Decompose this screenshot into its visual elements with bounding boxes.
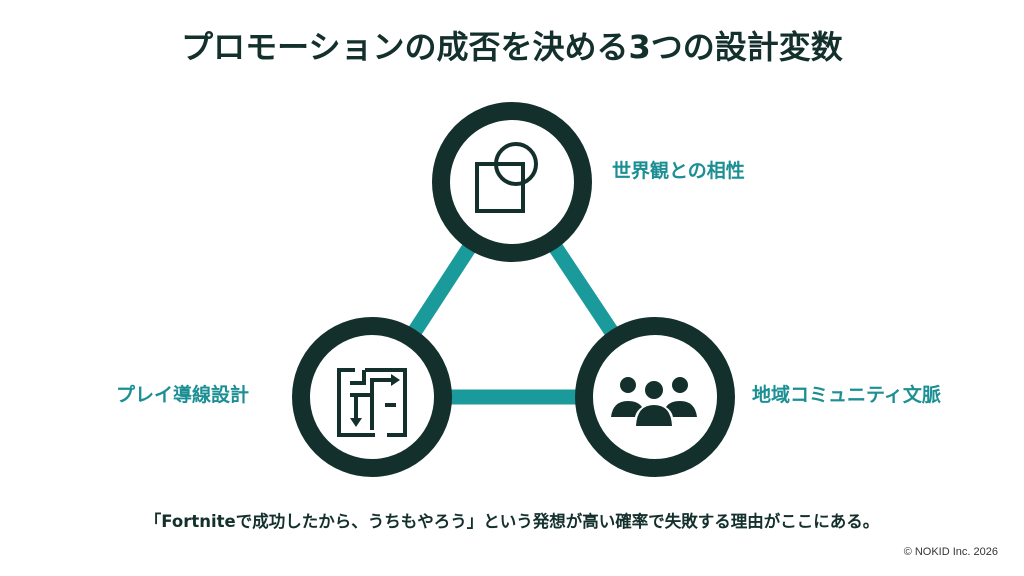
label-play-flow: プレイ導線設計 [116,384,250,406]
copyright: © NOKID Inc. 2026 [903,546,998,558]
label-community: 地域コミュニティ文脈 [752,384,941,406]
node-worldview [432,102,592,262]
label-worldview: 世界観との相性 [612,160,745,182]
node-play-flow [292,317,452,477]
footer-message: 「Fortniteで成功したから、うちもやろう」という発想が高い確率で失敗する理… [144,512,880,531]
arrow-right-icon [391,374,400,386]
node-community [575,317,735,477]
maze-icon [337,368,407,437]
people-group-icon [611,377,697,426]
page-title: プロモーションの成否を決める3つの設計変数 [181,28,843,66]
overlapping-shapes-icon [475,142,538,213]
arrow-down-icon [350,418,362,427]
